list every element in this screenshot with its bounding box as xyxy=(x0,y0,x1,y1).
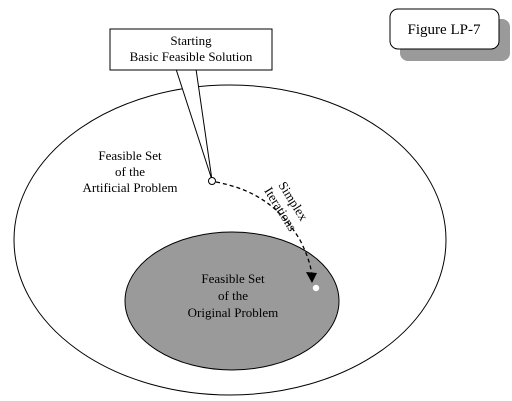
callout-line-2: Basic Feasible Solution xyxy=(130,49,253,64)
simplex-path xyxy=(215,181,313,276)
figure-label-box xyxy=(389,8,500,50)
original-feasible-set xyxy=(124,231,340,371)
artificial-set-label-1: Feasible Set xyxy=(98,148,162,163)
simplex-arrowhead xyxy=(306,272,317,283)
callout-line-1: Starting xyxy=(170,33,212,48)
start-point xyxy=(208,177,216,185)
artificial-set-label-3: Artificial Problem xyxy=(83,180,178,195)
artificial-set-label-2: of the xyxy=(115,164,145,179)
original-set-label-2: of the xyxy=(218,288,248,303)
end-point xyxy=(312,284,320,292)
original-set-label-1: Feasible Set xyxy=(201,271,265,286)
original-set-label-3: Original Problem xyxy=(188,305,279,320)
callout-box xyxy=(109,28,273,71)
figure-label: Figure LP-7 xyxy=(408,22,481,38)
